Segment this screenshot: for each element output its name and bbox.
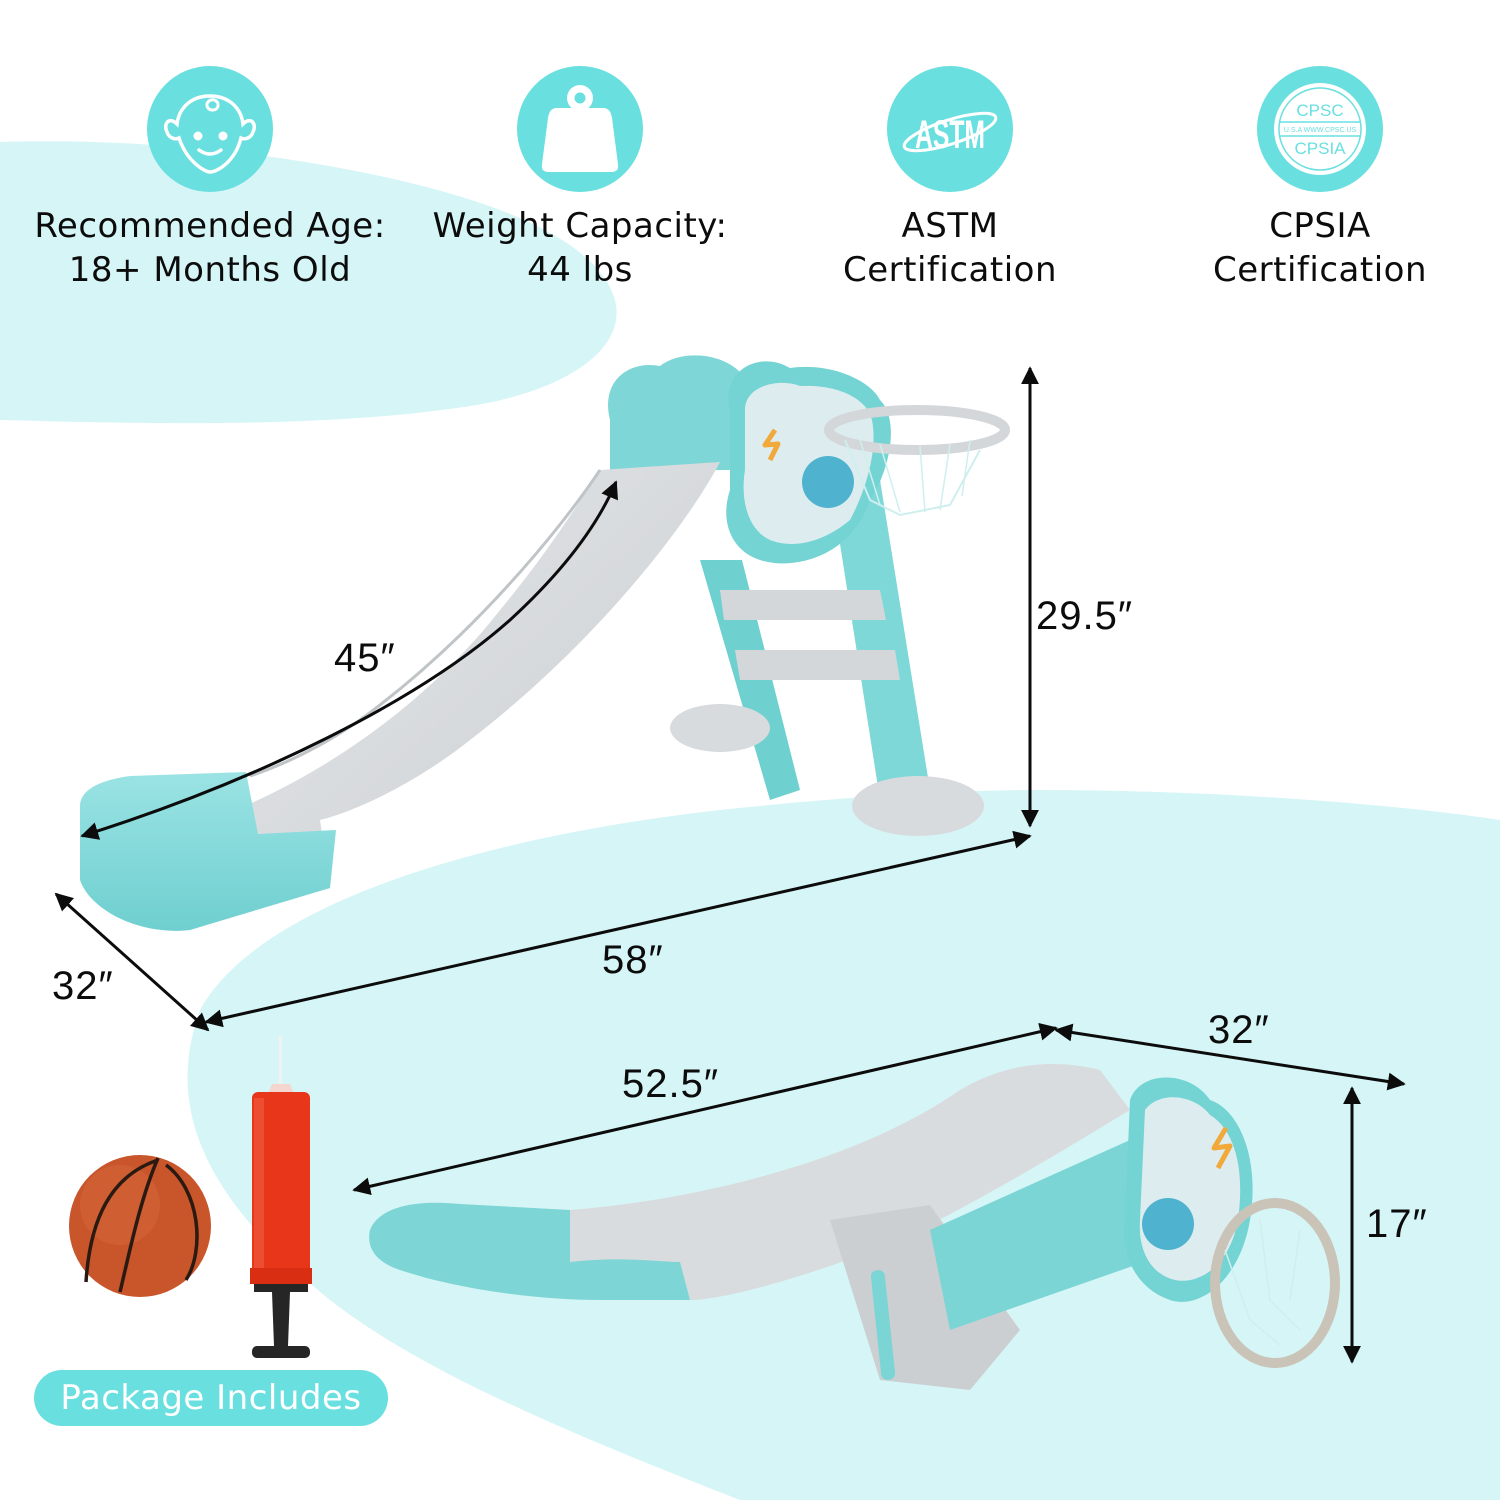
dimension-folded-length: 52.5″ (622, 1062, 720, 1106)
feature-weight-capacity: Weight Capacity: 44 lbs (400, 66, 760, 292)
dimension-length: 58″ (602, 938, 664, 982)
air-pump-icon (250, 1036, 312, 1358)
svg-text:CPSIA: CPSIA (1294, 139, 1346, 158)
svg-text:U.S.A WWW.CPSC.US: U.S.A WWW.CPSC.US (1284, 127, 1357, 134)
feature-title: CPSIA (1269, 206, 1371, 246)
cpsc-cpsia-seal-icon: CPSC U.S.A WWW.CPSC.US CPSIA (1257, 66, 1383, 192)
feature-caption: Weight Capacity: 44 lbs (400, 204, 760, 292)
weight-icon (517, 66, 643, 192)
feature-title: Recommended Age: (34, 206, 386, 246)
dimension-slide-length: 45″ (334, 636, 396, 680)
arrow-slide-length (80, 480, 619, 840)
svg-text:ASTM: ASTM (915, 113, 985, 157)
folded-hoop-rim (1210, 1198, 1340, 1368)
feature-caption: ASTM Certification (770, 204, 1130, 292)
folded-slide-exit (369, 1202, 690, 1300)
dimension-folded-width: 32″ (1208, 1008, 1270, 1052)
basketball-hoop-rim (824, 405, 1010, 455)
dimension-height: 29.5″ (1036, 594, 1134, 638)
dimension-width: 32″ (52, 964, 114, 1008)
basketball-net (844, 439, 981, 517)
baby-face-icon (147, 66, 273, 192)
top-left-blob (0, 141, 617, 424)
feature-value: 44 lbs (527, 250, 633, 290)
astm-logo-icon: ASTM (887, 66, 1013, 192)
slide-back-panel (608, 355, 760, 470)
dimension-folded-height: 17″ (1366, 1202, 1428, 1246)
feature-astm-certification: ASTM ASTM Certification (770, 66, 1130, 292)
feature-title: ASTM (901, 206, 999, 246)
arrow-length (204, 830, 1032, 1028)
basketball-icon (69, 1155, 211, 1297)
ladder-rail-back (830, 480, 930, 800)
arrow-folded-length (352, 1022, 1058, 1196)
svg-text:CPSC: CPSC (1296, 101, 1343, 120)
feature-recommended-age: Recommended Age: 18+ Months Old (30, 66, 390, 292)
folded-slide-bed (570, 1064, 1130, 1300)
arrow-width (54, 892, 210, 1032)
package-includes-label: Package Includes (34, 1370, 388, 1426)
feature-caption: CPSIA Certification (1140, 204, 1500, 292)
feature-value: Certification (1213, 250, 1427, 290)
arrow-folded-width (1054, 1023, 1406, 1091)
feature-cpsia-certification: CPSC U.S.A WWW.CPSC.US CPSIA CPSIA Certi… (1140, 66, 1500, 292)
feature-value: Certification (843, 250, 1057, 290)
feature-value: 18+ Months Old (68, 250, 352, 290)
feature-caption: Recommended Age: 18+ Months Old (30, 204, 390, 292)
feature-title: Weight Capacity: (432, 206, 728, 246)
